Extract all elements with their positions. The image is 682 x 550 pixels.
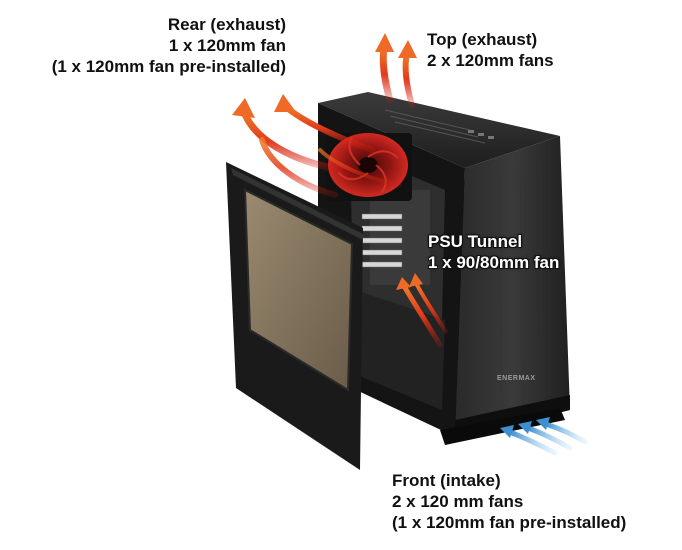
drive-bay-cage <box>370 190 430 285</box>
side-panel <box>226 162 363 470</box>
top-exhaust-label: Top (exhaust) 2 x 120mm fans <box>427 29 554 71</box>
front-mesh <box>479 159 544 421</box>
case-front-panel <box>455 136 570 438</box>
front-label-line3: (1 x 120mm fan pre-installed) <box>392 513 627 532</box>
case-brand-logo: ENERMAX <box>497 375 536 382</box>
top-label-line2: 2 x 120mm fans <box>427 51 554 70</box>
top-exhaust-arrows <box>375 33 417 108</box>
rear-label-line2: 1 x 120mm fan <box>168 36 286 55</box>
psu-tunnel-label: PSU Tunnel 1 x 90/80mm fan <box>428 231 559 273</box>
rear-exhaust-label: Rear (exhaust) 1 x 120mm fan (1 x 120mm … <box>52 14 286 77</box>
psu-tunnel-arrows <box>396 273 448 348</box>
front-label-line2: 2 x 120 mm fans <box>392 492 524 511</box>
top-io-buttons <box>468 130 494 139</box>
rear-label-line1: Rear (exhaust) <box>167 15 286 34</box>
front-intake-arrows <box>500 417 588 456</box>
case-foot <box>440 408 565 445</box>
side-panel-window <box>245 190 352 390</box>
psu-label-line2: 1 x 90/80mm fan <box>428 253 560 272</box>
rear-label-line3: (1 x 120mm fan pre-installed) <box>51 57 286 76</box>
case-top-panel <box>318 92 560 168</box>
front-intake-label: Front (intake) 2 x 120 mm fans (1 x 120m… <box>392 470 626 533</box>
top-vents <box>384 109 486 144</box>
top-label-line1: Top (exhaust) <box>427 30 538 49</box>
rear-exhaust-arrows <box>232 94 402 198</box>
front-label-line1: Front (intake) <box>392 471 501 490</box>
psu-label-line1: PSU Tunnel <box>428 232 523 251</box>
